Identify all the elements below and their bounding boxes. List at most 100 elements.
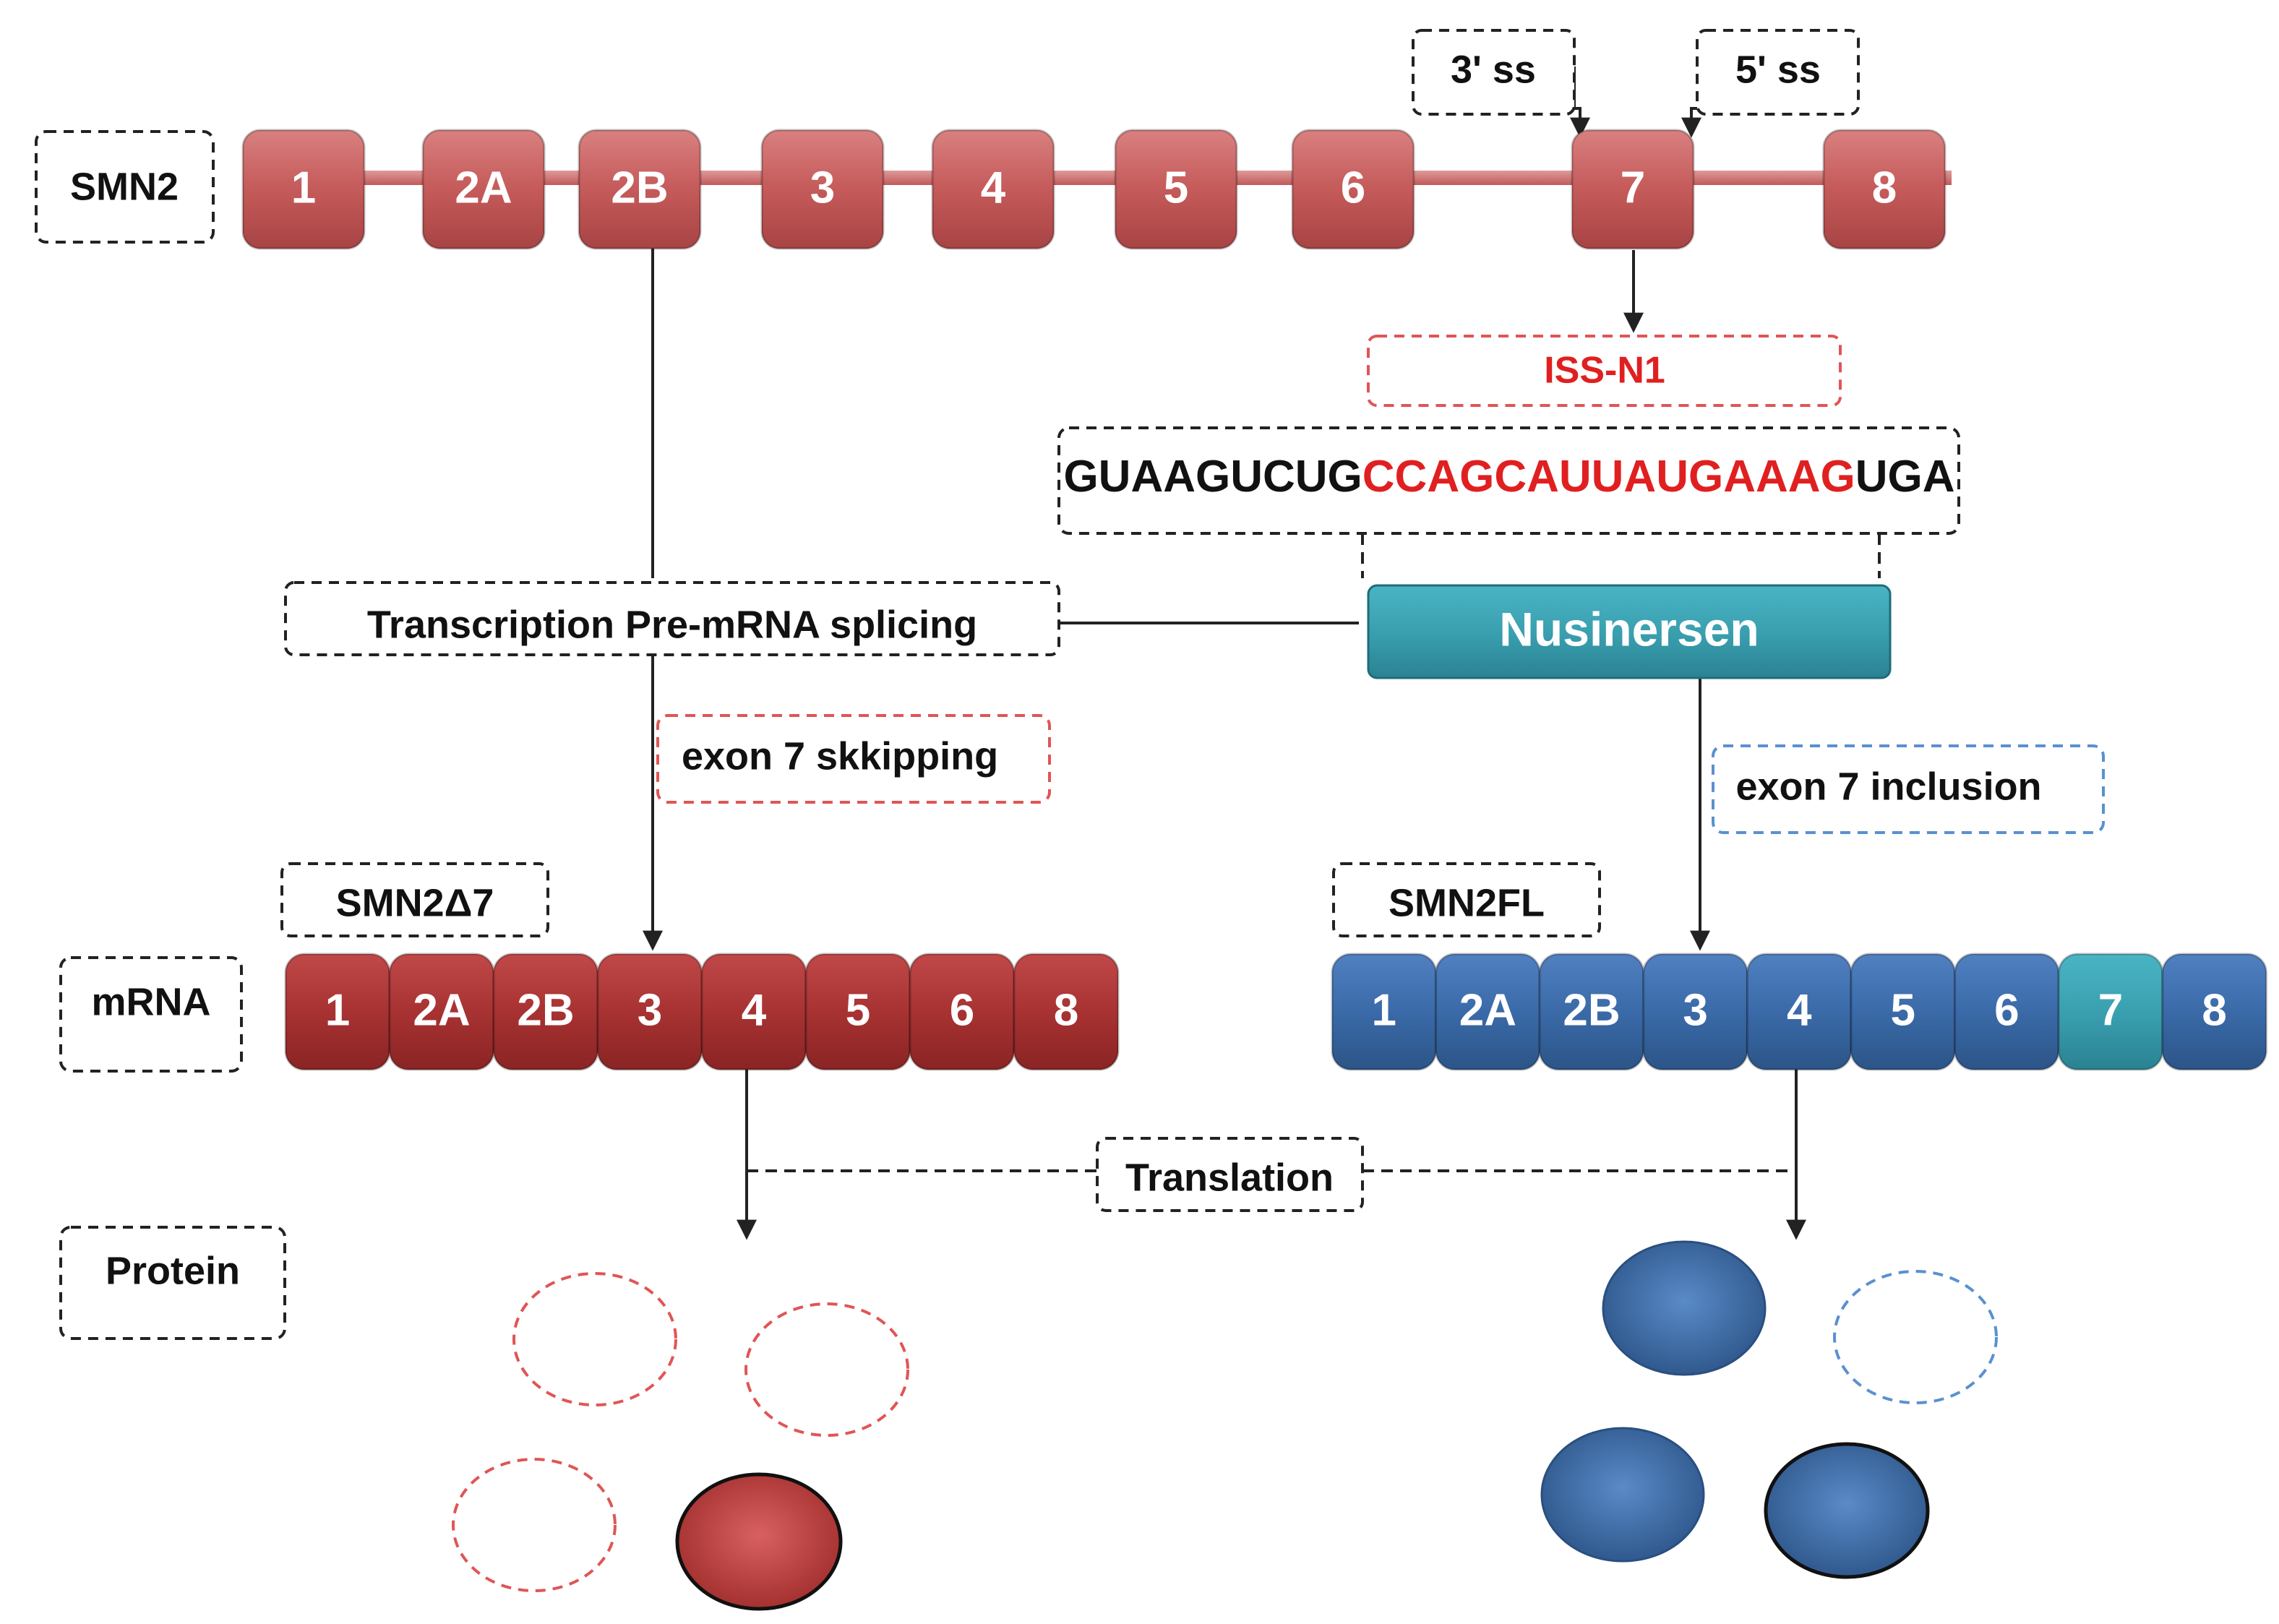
mrna-box: mRNA	[59, 956, 243, 1073]
exon-8: 8	[2161, 953, 2267, 1071]
exon-label: 6	[950, 985, 974, 1035]
exon-label: 5	[1891, 985, 1915, 1035]
nusinersen-label: Nusinersen	[1499, 602, 1759, 656]
exon-5: 5	[1850, 953, 1957, 1071]
iss-label: ISS-N1	[1544, 350, 1665, 392]
exon-label: 1	[325, 985, 350, 1035]
protein-filled	[675, 1472, 843, 1611]
exon-label: 8	[2202, 985, 2226, 1035]
exon-label: 7	[2098, 985, 2123, 1035]
exon-4: 4	[1746, 953, 1853, 1071]
exon-3: 3	[596, 953, 703, 1071]
exon-block	[2161, 953, 2267, 1071]
exon-block	[578, 129, 702, 250]
sequence-text: GUAAGUCUGCCAGCAUUAUGAAAGUGA	[1063, 452, 1954, 502]
exon-block	[760, 129, 885, 250]
exon-1: 1	[284, 953, 391, 1071]
mrna-label: mRNA	[91, 980, 210, 1023]
exon-2b: 2B	[1538, 953, 1645, 1071]
ss5-box: 5' ss	[1696, 29, 1860, 116]
exon-block	[1822, 129, 1947, 250]
exon-6: 6	[1954, 953, 2060, 1071]
exon-2a: 2A	[388, 953, 495, 1071]
skip-label: exon 7 skkipping	[682, 734, 998, 778]
exon-block	[931, 129, 1055, 250]
exon-label: 5	[1164, 163, 1188, 212]
exon-label: 4	[1787, 985, 1812, 1035]
fl-exons: 1 2A 2B 3 4 5 6 7 8	[1331, 953, 2267, 1071]
exon-label: 1	[291, 163, 316, 212]
incl-label: exon 7 inclusion	[1735, 765, 2041, 808]
exon-label: 2A	[455, 163, 512, 212]
exon-7: 7	[2057, 953, 2164, 1071]
sequence-part1: GUAAGUCUG	[1063, 452, 1362, 502]
exon-block	[1291, 129, 1415, 250]
fl-proteins	[1540, 1240, 1998, 1579]
exon-2b: 2B	[492, 953, 599, 1071]
exon-block	[421, 129, 546, 250]
exon-label: 2B	[517, 985, 574, 1035]
protein-filled	[1764, 1442, 1930, 1579]
exon-4: 4	[700, 953, 807, 1071]
smn2-label: SMN2	[70, 165, 179, 208]
delta7-box: SMN2Δ7	[280, 862, 549, 937]
protein-empty	[452, 1458, 617, 1592]
exon-label: 3	[1683, 985, 1707, 1035]
exon-7: 7	[1571, 129, 1695, 250]
exon-8: 8	[1013, 953, 1120, 1071]
protein-empty	[744, 1302, 909, 1437]
exon-6: 6	[1291, 129, 1415, 250]
transcription-box: Transcription Pre-mRNA splicing	[284, 581, 1060, 656]
smn2-label-box: SMN2	[35, 130, 215, 244]
exon-6: 6	[909, 953, 1016, 1071]
exon-label: 3	[638, 985, 662, 1035]
exon-label: 2B	[611, 163, 668, 212]
exon-block	[1013, 953, 1120, 1071]
ss3-box: 3' ss	[1412, 29, 1576, 116]
arrow-5ss	[1681, 107, 1701, 138]
protein-box: Protein	[59, 1226, 286, 1340]
sequence-part2: CCAGCAUUAUGAAAG	[1362, 452, 1855, 502]
nusinersen-box: Nusinersen	[1367, 584, 1892, 679]
translation-label: Translation	[1125, 1156, 1334, 1199]
fl-box: SMN2FL	[1332, 862, 1601, 937]
protein-label: Protein	[106, 1249, 240, 1292]
delta7-label: SMN2Δ7	[336, 881, 494, 924]
exon-label: 7	[1621, 163, 1645, 212]
exon-label: 6	[1994, 985, 2019, 1035]
exon-label: 1	[1372, 985, 1396, 1035]
exon-label: 5	[846, 985, 870, 1035]
exon-label: 8	[1872, 163, 1897, 212]
transcription-label: Transcription Pre-mRNA splicing	[367, 603, 977, 646]
exon-3: 3	[1642, 953, 1748, 1071]
exon-label: 4	[981, 163, 1006, 212]
exon-block	[241, 129, 366, 250]
protein-filled	[1602, 1240, 1767, 1376]
exon-label: 2A	[413, 985, 470, 1035]
exon-label: 2B	[1563, 985, 1620, 1035]
ss5-label: 5' ss	[1735, 48, 1821, 91]
incl-box: exon 7 inclusion	[1712, 744, 2105, 834]
gene-exons: 1 2A 2B 3 4 5 6 7 8	[241, 129, 1947, 250]
exon-1: 1	[241, 129, 366, 250]
exon-5: 5	[804, 953, 911, 1071]
exon-label: 6	[1341, 163, 1365, 212]
translation-box: Translation	[1096, 1137, 1364, 1212]
sequence-box: GUAAGUCUGCCAGCAUUAUGAAAGUGA	[1057, 426, 1960, 535]
exon-4: 4	[931, 129, 1055, 250]
skip-box: exon 7 skkipping	[656, 714, 1051, 804]
exon-label: 8	[1054, 985, 1078, 1035]
protein-filled	[1540, 1427, 1705, 1563]
protein-empty	[1833, 1270, 1998, 1404]
protein-empty	[512, 1272, 677, 1406]
exon-label: 2A	[1459, 985, 1516, 1035]
exon-2a: 2A	[1435, 953, 1541, 1071]
exon-label: 3	[810, 163, 835, 212]
ss3-label: 3' ss	[1451, 48, 1536, 91]
exon-1: 1	[1331, 953, 1438, 1071]
iss-box: ISS-N1	[1367, 335, 1842, 407]
exon-3: 3	[760, 129, 885, 250]
